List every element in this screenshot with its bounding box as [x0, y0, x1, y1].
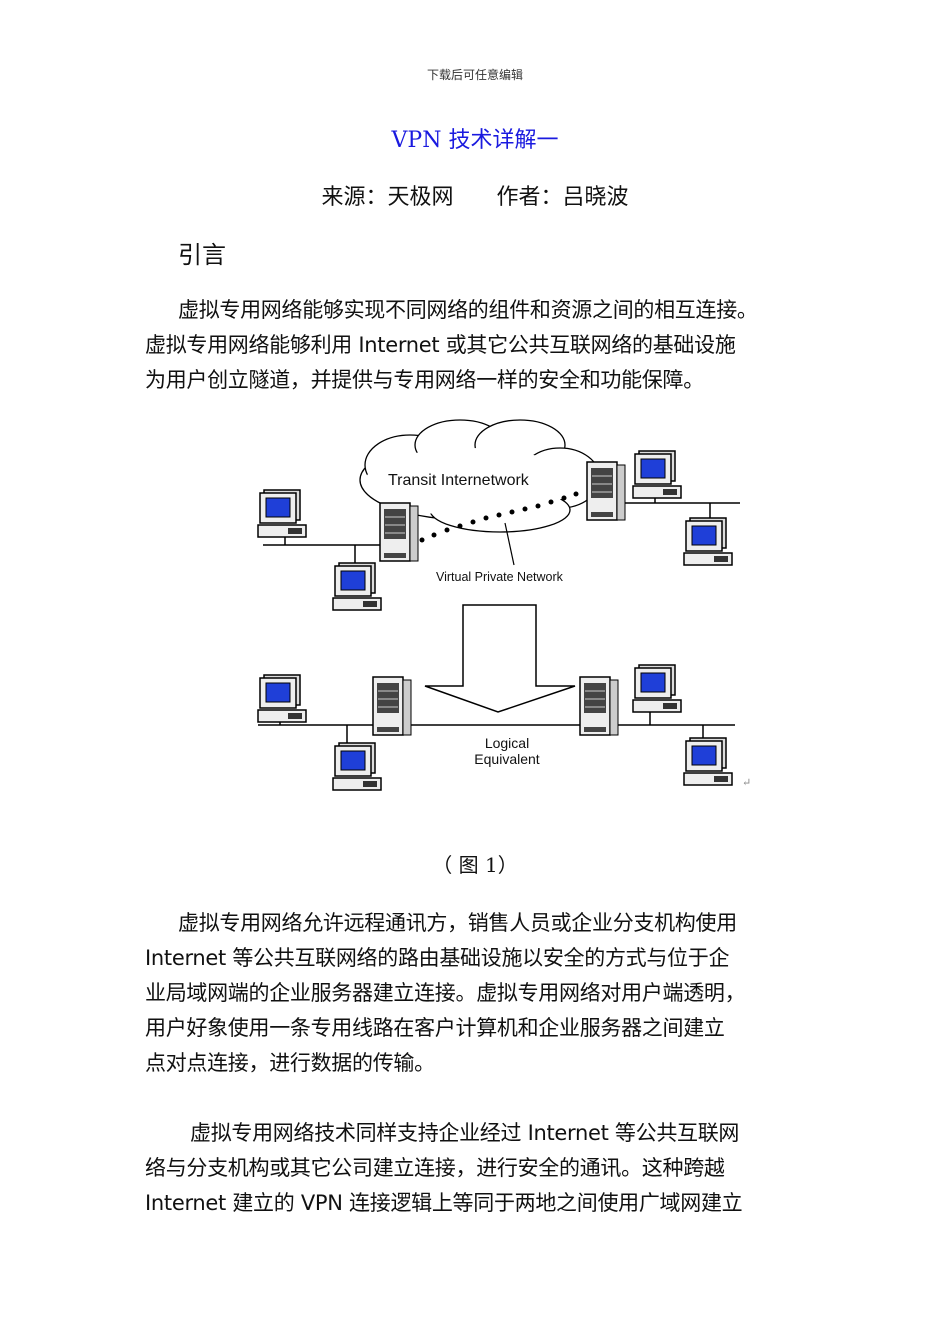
paragraph1-line: 为用户创立隧道，并提供与专用网络一样的安全和功能保障。: [145, 368, 704, 392]
down-arrow-icon: [424, 604, 576, 713]
paragraph1-line: 虚拟专用网络能够实现不同网络的组件和资源之间的相互连接。: [178, 298, 758, 322]
logical-label: Logical: [485, 735, 529, 751]
document-title: VPN 技术详解一: [391, 128, 559, 153]
computer-icon: [683, 517, 733, 566]
figure-caption: （ 图 1）: [432, 853, 518, 877]
computer-icon: [632, 450, 682, 499]
equivalent-label: Equivalent: [474, 751, 539, 767]
paragraph1-line: 虚拟专用网络能够利用 Internet 或其它公共互联网络的基础设施: [145, 333, 736, 357]
vpn-pointer-line: [504, 522, 515, 566]
source-from: 来源：天极网: [321, 185, 454, 210]
vpn-label: Virtual Private Network: [436, 570, 564, 584]
paragraph2-line: Internet 等公共互联网络的路由基础设施以安全的方式与位于企: [145, 946, 730, 970]
computer-icon: [632, 664, 682, 713]
vpn-tunnel-dots: [419, 491, 579, 543]
cloud-shape: [359, 419, 601, 533]
paragraph2-line: 点对点连接，进行数据的传输。: [145, 1051, 435, 1075]
cloud-label: Transit Internetwork: [388, 472, 530, 489]
source-author: 作者：吕晓波: [496, 185, 629, 210]
paragraph3-line: Internet 建立的 VPN 连接逻辑上等同于两地之间使用广域网建立: [145, 1191, 743, 1215]
computer-icon: [257, 489, 307, 538]
paragraph2-line: 虚拟专用网络允许远程通讯方，销售人员或企业分支机构使用: [178, 911, 737, 935]
computer-icon: [332, 742, 382, 791]
server-icon: [586, 461, 626, 521]
paragraph3-line: 虚拟专用网络技术同样支持企业经过 Internet 等公共互联网: [190, 1121, 740, 1145]
paragraph2-line: 业局域网端的企业服务器建立连接。虚拟专用网络对用户端透明，: [145, 981, 746, 1005]
page-header-note: 下载后可任意编辑: [426, 68, 523, 82]
section-heading: 引言: [178, 241, 226, 269]
computer-icon: [683, 737, 733, 786]
computer-icon: [257, 674, 307, 723]
server-icon: [372, 676, 412, 736]
server-icon: [379, 502, 419, 562]
return-mark: ↵: [742, 776, 751, 789]
computer-icon: [332, 562, 382, 611]
source-line: 来源：天极网 作者：吕晓波: [0, 179, 950, 211]
paragraph3-line: 络与分支机构或其它公司建立连接，进行安全的通讯。这种跨越: [145, 1156, 725, 1180]
server-icon: [579, 676, 619, 736]
paragraph2-line: 用户好象使用一条专用线路在客户计算机和企业服务器之间建立: [145, 1016, 725, 1040]
